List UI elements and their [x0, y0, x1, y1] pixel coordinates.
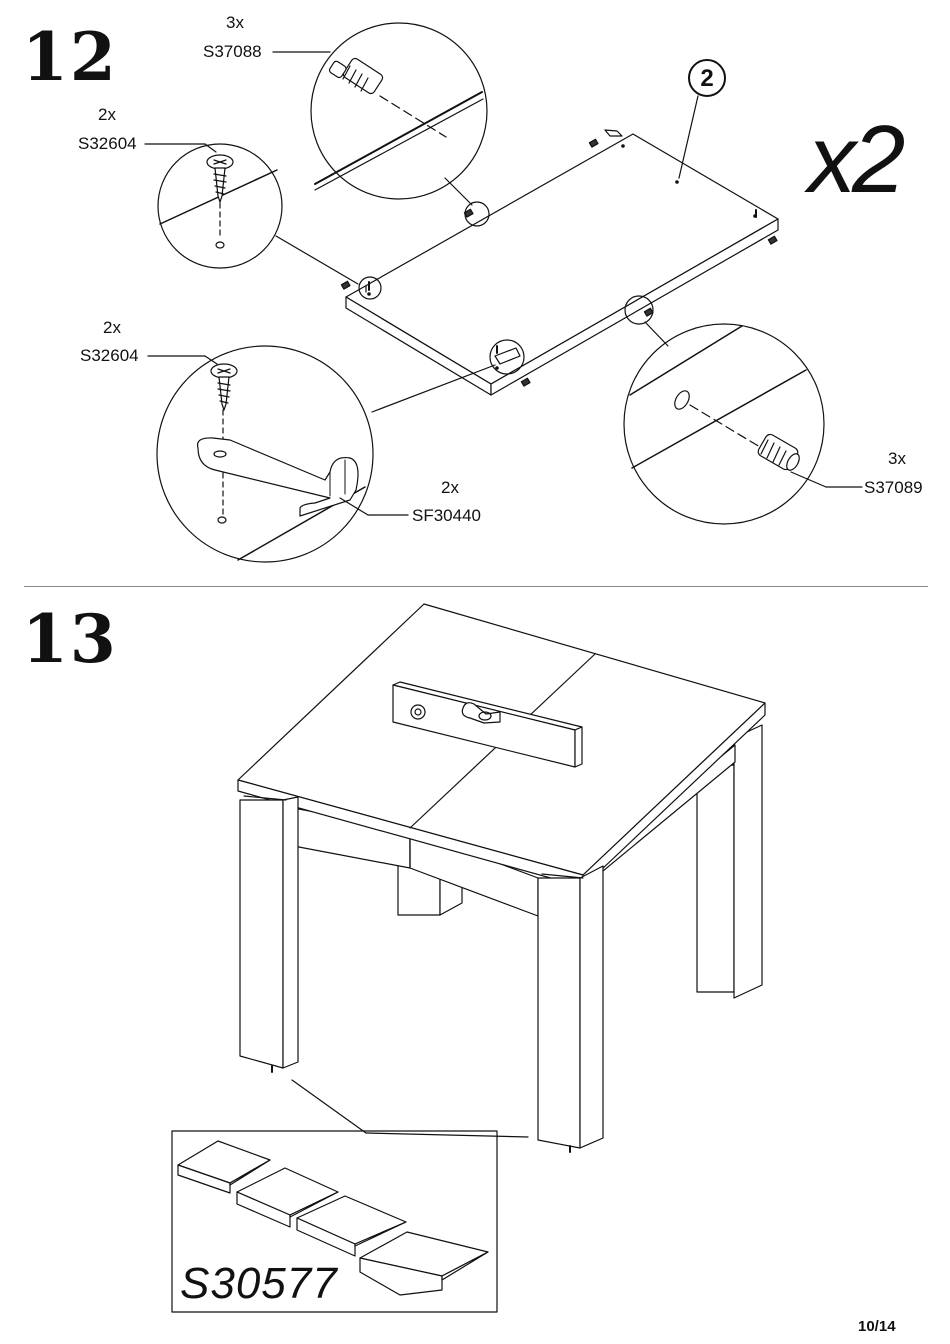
part-code-s32604-b: S32604	[80, 346, 139, 365]
bracket-icon	[196, 437, 359, 517]
part-code-s37088: S37088	[203, 42, 262, 61]
shim-icon	[177, 1140, 271, 1194]
part-qty-sf30440: 2x	[441, 478, 459, 497]
step-13-number: 13	[22, 600, 118, 678]
part-qty-s37088: 3x	[226, 13, 244, 32]
part-code-s32604-a: S32604	[78, 134, 137, 153]
panel-number-badge	[678, 59, 726, 179]
part-qty-s37089: 3x	[888, 449, 906, 468]
screw-icon	[206, 154, 234, 203]
panel-badge-number: 2	[700, 65, 713, 92]
part-qty-s32604-b: 2x	[103, 318, 121, 337]
shim-part-code: S30577	[180, 1259, 338, 1308]
shim-icon	[296, 1195, 407, 1257]
dowel-icon	[757, 433, 800, 471]
part-code-s37089: S37089	[864, 478, 923, 497]
detail-dowel-s37089	[623, 321, 863, 525]
spirit-level-icon	[392, 681, 583, 768]
tabletop-panel	[340, 129, 779, 396]
step-12-number: 12	[22, 18, 118, 96]
page-number: 10/14	[858, 1318, 896, 1335]
part-qty-s32604-a: 2x	[98, 105, 116, 124]
assembled-table	[237, 603, 766, 1153]
shim-icon	[236, 1167, 339, 1228]
detail-bracket-sf30440	[147, 345, 496, 563]
detail-screw-s32604-a	[144, 143, 359, 285]
shim-icon	[359, 1231, 489, 1296]
section-divider	[24, 586, 928, 587]
dowel-icon	[328, 57, 384, 95]
shims-callout-box	[171, 1130, 498, 1313]
part-code-sf30440: SF30440	[412, 506, 481, 525]
quantity-multiplier: x2	[808, 106, 905, 213]
screw-icon	[210, 363, 238, 411]
detail-dowel-s37088	[272, 22, 488, 206]
